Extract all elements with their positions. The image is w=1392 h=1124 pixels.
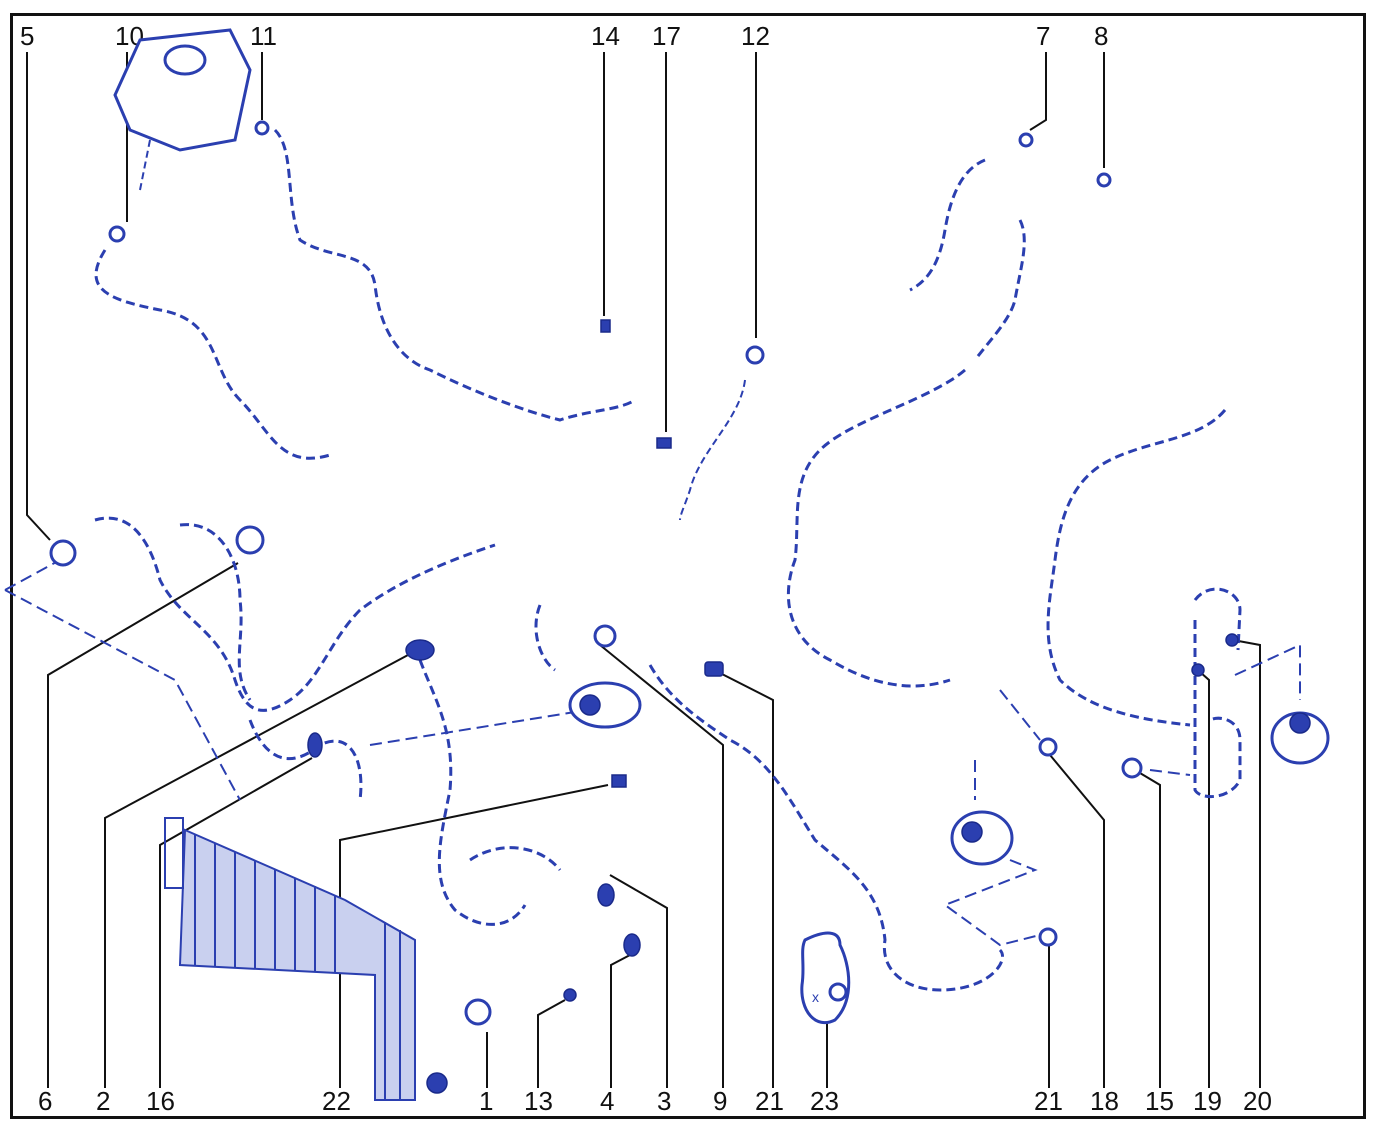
expansion-tank <box>113 28 252 191</box>
hose-right <box>787 158 1242 799</box>
callout-top-14: 14 <box>591 21 620 51</box>
callout-bottom-21b: 21 <box>1034 1086 1063 1116</box>
callout-top-11: 11 <box>250 21 277 51</box>
water-pumps <box>568 681 1330 866</box>
callout-bottom-9: 9 <box>713 1086 727 1116</box>
coolant-bottle: x <box>800 931 851 1024</box>
callout-bottom-2: 2 <box>96 1086 110 1116</box>
callout-top-5: 5 <box>20 21 34 51</box>
callout-bottom-6: 6 <box>38 1086 52 1116</box>
hose-upper-left <box>94 128 636 460</box>
callout-bottom-1: 1 <box>479 1086 493 1116</box>
callout-bottom-21: 21 <box>755 1086 784 1116</box>
svg-text:x: x <box>812 989 819 1005</box>
callout-bottom-16: 16 <box>146 1086 175 1116</box>
assembly-lines <box>4 559 1301 947</box>
callout-bottom-19: 19 <box>1193 1086 1222 1116</box>
leader-lines-bottom <box>47 562 1261 1088</box>
callout-top-8: 8 <box>1094 21 1108 51</box>
clamps <box>49 120 1239 1094</box>
callout-top-7: 7 <box>1036 21 1050 51</box>
callout-bottom-20: 20 <box>1243 1086 1272 1116</box>
callout-top-12: 12 <box>741 21 770 51</box>
callout-bottom-18: 18 <box>1090 1086 1119 1116</box>
callout-bottom-4: 4 <box>600 1086 614 1116</box>
callout-bottom-15: 15 <box>1145 1086 1174 1116</box>
callout-bottom-23: 23 <box>810 1086 839 1116</box>
radiator <box>164 817 416 1101</box>
callout-bottom-22: 22 <box>322 1086 351 1116</box>
hose-center <box>534 379 1004 992</box>
leader-lines-top <box>26 52 1105 541</box>
callout-bottom-13: 13 <box>524 1086 553 1116</box>
callout-top-17: 17 <box>652 21 681 51</box>
callout-bottom-3: 3 <box>657 1086 671 1116</box>
